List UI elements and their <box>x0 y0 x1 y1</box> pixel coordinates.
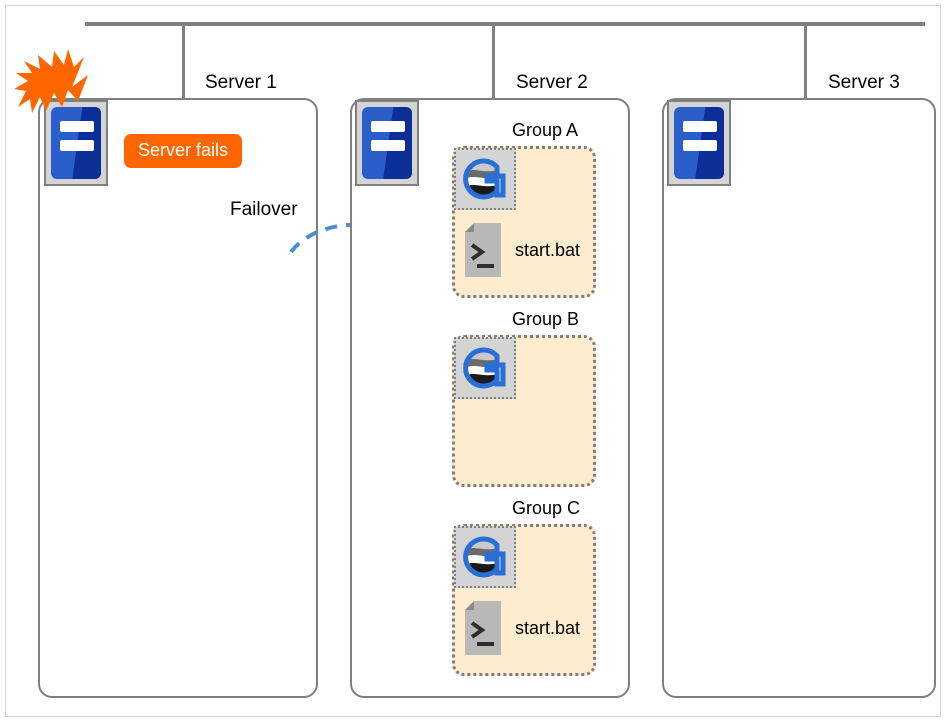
group-resource-icon-b[interactable] <box>454 337 516 399</box>
server-icon-3-bar-bottom <box>683 140 717 151</box>
status-badge-server-fails: Server fails <box>124 134 243 168</box>
failover-label: Failover <box>230 199 298 220</box>
group-label-a: Group A <box>512 120 579 140</box>
server-icon-3[interactable] <box>667 100 731 186</box>
server-panel-3[interactable] <box>662 98 936 698</box>
server-icon-1[interactable] <box>44 100 108 186</box>
server-icon-2-bar-top <box>371 121 405 132</box>
server-label-2: Server 2 <box>516 72 588 93</box>
server-icon-3-bar-top <box>683 121 717 132</box>
drop-line-server-2 <box>492 24 495 100</box>
server-icon-2-body <box>362 107 412 179</box>
group-label-c: Group C <box>512 498 581 518</box>
server-icon-3-body <box>674 107 724 179</box>
group-resource-icon-a[interactable] <box>454 148 516 210</box>
group-box-c[interactable]: start.bat <box>452 524 596 676</box>
group-box-b[interactable] <box>452 335 596 487</box>
server-label-1: Server 1 <box>205 72 277 93</box>
group-label-b: Group B <box>512 309 580 329</box>
group-a-script-name: start.bat <box>515 239 581 260</box>
drop-line-server-1 <box>182 24 185 100</box>
server-icon-2-bar-bottom <box>371 140 405 151</box>
group-c-script-name: start.bat <box>515 617 581 638</box>
network-bus-line <box>85 22 925 26</box>
group-resource-icon-c[interactable] <box>454 526 516 588</box>
bat-file-icon-c <box>461 599 505 657</box>
group-a-script-row[interactable]: start.bat <box>461 221 580 279</box>
group-box-a[interactable]: start.bat <box>452 146 596 298</box>
server-icon-2[interactable] <box>355 100 419 186</box>
explosion-burst-icon <box>10 45 102 135</box>
drop-line-server-3 <box>804 24 807 100</box>
bat-file-icon-a <box>461 221 505 279</box>
server-panel-1[interactable] <box>38 98 318 698</box>
server-icon-1-bar-top <box>60 121 94 132</box>
group-c-script-row[interactable]: start.bat <box>461 599 580 657</box>
server-icon-1-body <box>51 107 101 179</box>
server-icon-1-bar-bottom <box>60 140 94 151</box>
server-label-3: Server 3 <box>828 72 900 93</box>
